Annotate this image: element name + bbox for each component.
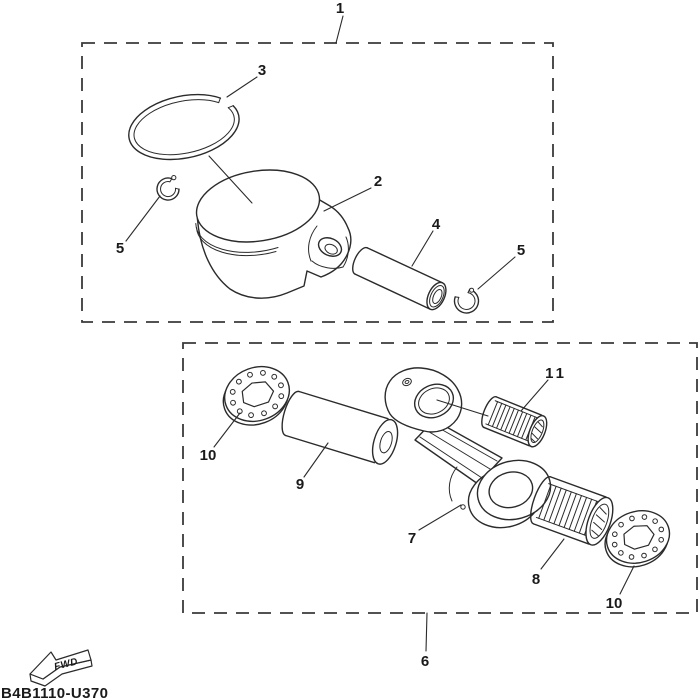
connecting-rod-part — [384, 367, 552, 529]
callout-leader-7 — [418, 504, 462, 531]
callout-leader-8 — [540, 538, 565, 570]
crankshaft-assembly-box: 6 10 9 7 11 8 10 — [182, 342, 698, 670]
assembly-box-1-border — [81, 42, 554, 323]
callout-1: 1 — [336, 0, 344, 17]
callout-6: 6 — [421, 653, 429, 670]
piston-pin-part — [352, 246, 447, 311]
callout-3: 3 — [258, 62, 266, 79]
bore-to-bearing-leader — [436, 399, 489, 417]
ring-to-piston-leader — [208, 155, 253, 204]
callout-leader-5b — [477, 256, 516, 290]
fwd-arrow-face — [29, 649, 92, 680]
callout-leader-10a — [213, 412, 241, 448]
callout-5a: 5 — [116, 240, 124, 257]
callout-leader-1 — [335, 15, 344, 44]
small-end-bearing-part — [481, 395, 548, 448]
callout-2: 2 — [374, 173, 382, 190]
washer-right-part — [604, 510, 671, 568]
callout-leader-5a — [125, 195, 161, 242]
piston-part — [195, 169, 352, 299]
callout-4: 4 — [432, 216, 441, 233]
piston-pin-boss — [317, 237, 343, 257]
piston-ring-groove — [195, 223, 279, 253]
circlip-right-part — [453, 287, 480, 314]
callout-leader-9 — [303, 442, 329, 478]
callout-10a: 10 — [200, 447, 217, 464]
callout-9: 9 — [296, 476, 304, 493]
piston-ring-part — [128, 93, 240, 161]
callout-8: 8 — [532, 571, 540, 588]
callout-leader-3 — [226, 76, 258, 98]
callout-10b: 10 — [606, 595, 623, 612]
drawing-code: B4B1110-U370 — [1, 685, 108, 700]
washer-left-part — [222, 365, 291, 426]
piston-assembly-box: 1 3 5 2 4 5 — [81, 0, 554, 323]
circlip-left-part — [156, 175, 180, 201]
callout-11: 11 — [545, 365, 567, 382]
callout-leader-6 — [425, 612, 428, 652]
callout-leader-4 — [411, 230, 434, 267]
callout-leader-11 — [520, 379, 549, 412]
fwd-arrow: FWD — [29, 649, 93, 687]
assembly-box-6-border — [182, 342, 698, 614]
callout-leader-2 — [323, 187, 372, 212]
callout-leader-10b — [619, 565, 635, 595]
callout-5b: 5 — [517, 242, 525, 259]
crank-pin-part — [281, 390, 399, 465]
big-end-bearing-part — [529, 476, 614, 546]
piston-ring-groove — [196, 227, 277, 257]
callout-7: 7 — [408, 530, 416, 547]
rod-oil-hole — [402, 377, 412, 387]
piston-crown — [195, 169, 321, 243]
